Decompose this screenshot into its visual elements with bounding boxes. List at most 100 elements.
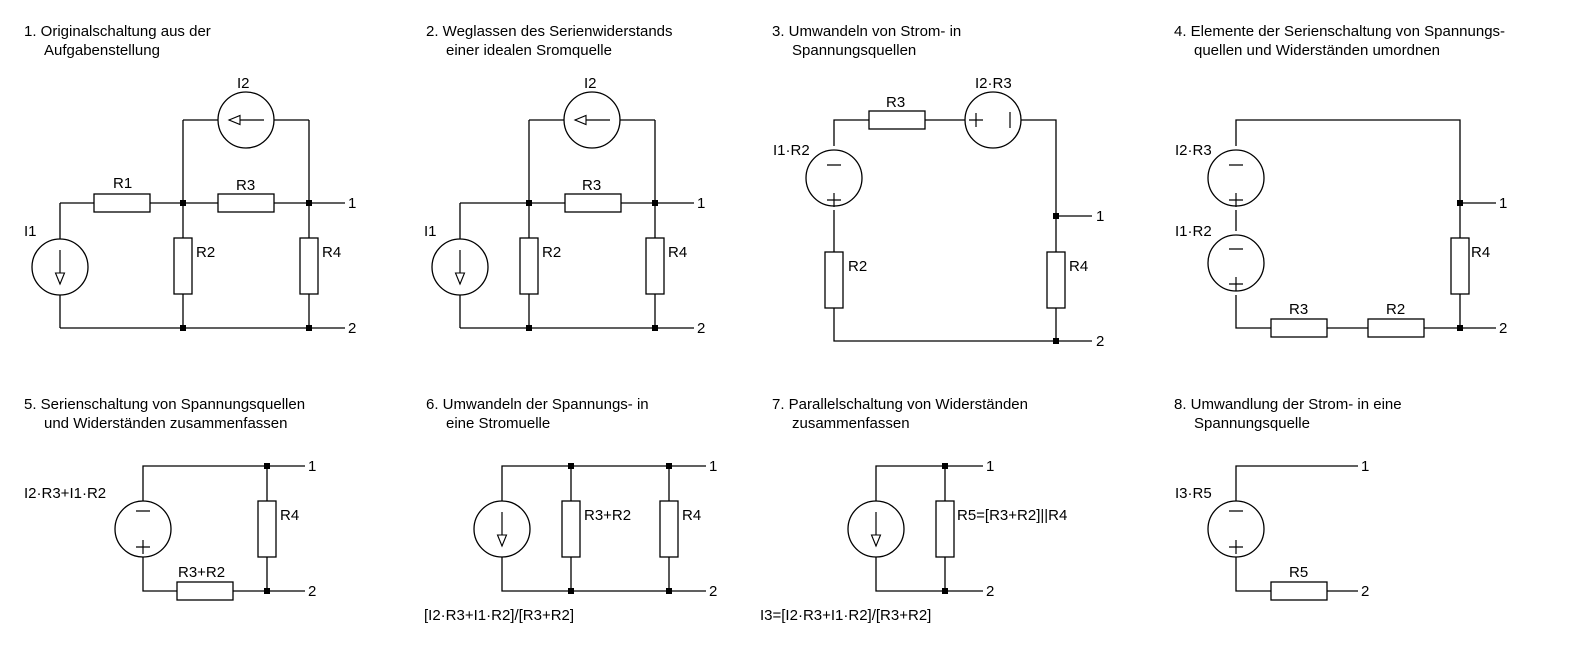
panel-7-title-line1: 7. Parallelschaltung von Widerständen xyxy=(772,396,1028,413)
panel-2-terminal-1: 1 xyxy=(697,195,705,212)
panel-2-title-line1: 2. Weglassen des Serienwiderstands xyxy=(426,23,673,40)
panel-1-terminal-2: 2 xyxy=(348,320,356,337)
panel-6-current-source xyxy=(473,500,531,558)
panel-2-label-r3: R3 xyxy=(582,177,601,194)
panel-4-voltage-source-i1r2 xyxy=(1207,234,1265,292)
panel-8-terminal-1: 1 xyxy=(1361,458,1369,475)
panel-5-resistor-r3r2 xyxy=(176,581,234,601)
panel-4-junction-dots xyxy=(1457,200,1463,331)
panel-7-junction-dots xyxy=(942,463,948,594)
panel-5-wires xyxy=(142,465,305,592)
panel-3: 3. Umwandeln von Strom- in Spannungsquel… xyxy=(772,23,1104,350)
panel-6-resistor-r4 xyxy=(659,500,679,558)
panel-4-label-i1r2: I1·R2 xyxy=(1175,223,1212,240)
panel-5-terminal-1: 1 xyxy=(308,458,316,475)
panel-4-label-i2r3: I2·R3 xyxy=(1175,142,1212,159)
panel-4-wires xyxy=(1235,119,1496,329)
panel-7: 7. Parallelschaltung von Widerständen zu… xyxy=(760,396,1067,624)
panel-2-resistor-r2 xyxy=(519,237,539,295)
panel-2-label-r4: R4 xyxy=(668,244,687,261)
panel-1-label-r3: R3 xyxy=(236,177,255,194)
panel-5-title-line2: und Widerständen zusammenfassen xyxy=(44,415,287,432)
panel-3-label-i2r3: I2·R3 xyxy=(975,75,1012,92)
panel-4-terminal-2: 2 xyxy=(1499,320,1507,337)
panel-2-wires xyxy=(459,119,694,329)
panel-2-resistor-r3 xyxy=(564,193,622,213)
panel-5-resistor-r4 xyxy=(257,500,277,558)
panel-6-terminal-2: 2 xyxy=(709,583,717,600)
panel-7-label-i3: I3=[I2·R3+I1·R2]/[R3+R2] xyxy=(760,607,931,624)
panel-8: 8. Umwandlung der Strom- in eine Spannun… xyxy=(1174,396,1402,601)
panel-1-terminal-1: 1 xyxy=(348,195,356,212)
panel-2-label-i1: I1 xyxy=(424,223,437,240)
panel-2-title-line2: einer idealen Sromquelle xyxy=(446,42,612,59)
panel-2-terminal-2: 2 xyxy=(697,320,705,337)
panel-3-resistor-r3 xyxy=(868,110,926,130)
panel-8-title-line2: Spannungsquelle xyxy=(1194,415,1310,432)
panel-8-label-r5: R5 xyxy=(1289,564,1308,581)
panel-6-junction-dots xyxy=(568,463,672,594)
panel-6-label-r4: R4 xyxy=(682,507,701,524)
panel-3-label-r4: R4 xyxy=(1069,258,1088,275)
panel-2: 2. Weglassen des Serienwiderstands einer… xyxy=(424,23,705,337)
panel-2-junction-dots xyxy=(526,200,658,331)
panel-4-resistor-r2 xyxy=(1367,318,1425,338)
panel-1: 1. Originalschaltung aus der Aufgabenste… xyxy=(24,23,356,337)
panel-3-resistor-r2 xyxy=(824,251,844,309)
panel-8-voltage-source xyxy=(1207,500,1265,558)
panel-8-resistor-r5 xyxy=(1270,581,1328,601)
panel-3-wires xyxy=(833,119,1092,342)
panel-4-title-line2: quellen und Widerständen umordnen xyxy=(1194,42,1440,59)
panel-8-terminal-2: 2 xyxy=(1361,583,1369,600)
panel-1-resistor-r1 xyxy=(93,193,151,213)
panel-1-wires xyxy=(59,119,345,329)
panel-5-label-r3r2: R3+R2 xyxy=(178,564,225,581)
panel-7-wires xyxy=(875,465,983,592)
panel-7-label-r5: R5=[R3+R2]||R4 xyxy=(957,507,1067,524)
panel-7-terminal-2: 2 xyxy=(986,583,994,600)
panel-5: 5. Serienschaltung von Spannungsquellen … xyxy=(24,396,316,601)
panel-8-title-line1: 8. Umwandlung der Strom- in eine xyxy=(1174,396,1402,413)
panel-3-title-line2: Spannungsquellen xyxy=(792,42,916,59)
panel-7-resistor-r5 xyxy=(935,500,955,558)
panel-1-label-i1: I1 xyxy=(24,223,37,240)
panel-4-label-r4: R4 xyxy=(1471,244,1490,261)
panel-2-current-source-i2 xyxy=(563,91,621,149)
panel-5-label-source: I2·R3+I1·R2 xyxy=(24,485,106,502)
panel-8-label-source: I3·R5 xyxy=(1175,485,1212,502)
panel-6-title-line2: eine Stromuelle xyxy=(446,415,550,432)
panel-1-label-r1: R1 xyxy=(113,175,132,192)
panel-2-label-i2: I2 xyxy=(584,75,597,92)
panel-1-label-r4: R4 xyxy=(322,244,341,261)
panel-6-resistor-r3r2 xyxy=(561,500,581,558)
panel-5-junction-dots xyxy=(264,463,270,594)
panel-7-title-line2: zusammenfassen xyxy=(792,415,910,432)
panel-4: 4. Elemente der Serienschaltung von Span… xyxy=(1174,23,1507,338)
panel-4-resistor-r3 xyxy=(1270,318,1328,338)
panel-5-voltage-source xyxy=(114,500,172,558)
panel-3-terminal-2: 2 xyxy=(1096,333,1104,350)
panel-3-terminal-1: 1 xyxy=(1096,208,1104,225)
panel-8-wires xyxy=(1235,465,1358,592)
panel-3-voltage-source-i1r2 xyxy=(805,149,863,207)
panel-1-resistor-r2 xyxy=(173,237,193,295)
panel-3-label-r2: R2 xyxy=(848,258,867,275)
panel-3-label-r3: R3 xyxy=(886,94,905,111)
panel-4-label-r3: R3 xyxy=(1289,301,1308,318)
panel-2-current-source-i1 xyxy=(431,238,489,296)
panel-1-title-line2: Aufgabenstellung xyxy=(44,42,160,59)
panel-3-title-line1: 3. Umwandeln von Strom- in xyxy=(772,23,961,40)
panel-2-resistor-r4 xyxy=(645,237,665,295)
panel-4-label-r2: R2 xyxy=(1386,301,1405,318)
panel-6-label-r3r2: R3+R2 xyxy=(584,507,631,524)
panel-4-voltage-source-i2r3 xyxy=(1207,149,1265,207)
panel-6-title-line1: 6. Umwandeln der Spannungs- in xyxy=(426,396,649,413)
panel-5-title-line1: 5. Serienschaltung von Spannungsquellen xyxy=(24,396,305,413)
panel-6-label-source-current: [I2·R3+I1·R2]/[R3+R2] xyxy=(424,607,574,624)
panel-3-resistor-r4 xyxy=(1046,251,1066,309)
panel-7-terminal-1: 1 xyxy=(986,458,994,475)
panel-5-terminal-2: 2 xyxy=(308,583,316,600)
panel-7-current-source xyxy=(847,500,905,558)
panel-3-junction-dots xyxy=(1053,213,1059,344)
